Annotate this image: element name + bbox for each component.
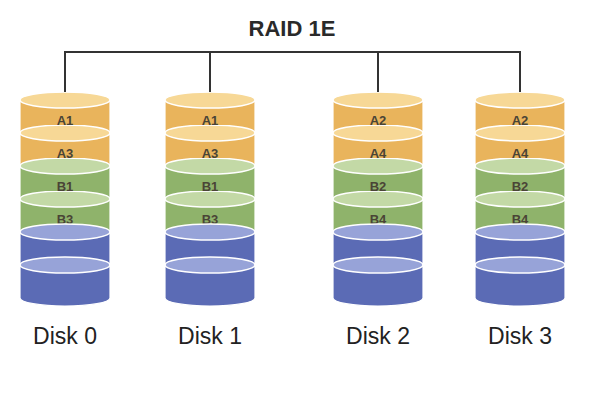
disk-cylinder: Disk 0A1A3B1B3 <box>19 92 111 367</box>
data-block: B3 <box>164 191 256 240</box>
block-label: B4 <box>474 211 566 229</box>
disk-label: Disk 2 <box>318 322 438 350</box>
data-block: B3 <box>19 191 111 240</box>
disk-cylinder: Disk 1A1A3B1B3 <box>164 92 256 367</box>
disk-label: Disk 0 <box>5 322 125 350</box>
block-label: B3 <box>164 211 256 229</box>
block-label: B3 <box>19 211 111 229</box>
disk-cylinder: Disk 2A2A4B2B4 <box>332 92 424 367</box>
data-block: B4 <box>474 191 566 240</box>
disk-label: Disk 1 <box>150 322 270 350</box>
diagram-title: RAID 1E <box>192 16 392 42</box>
data-block: B4 <box>332 191 424 240</box>
raid-bracket <box>65 52 520 92</box>
block-label: B4 <box>332 211 424 229</box>
disk-label: Disk 3 <box>460 322 580 350</box>
disk-cylinder: Disk 3A2A4B2B4 <box>474 92 566 367</box>
